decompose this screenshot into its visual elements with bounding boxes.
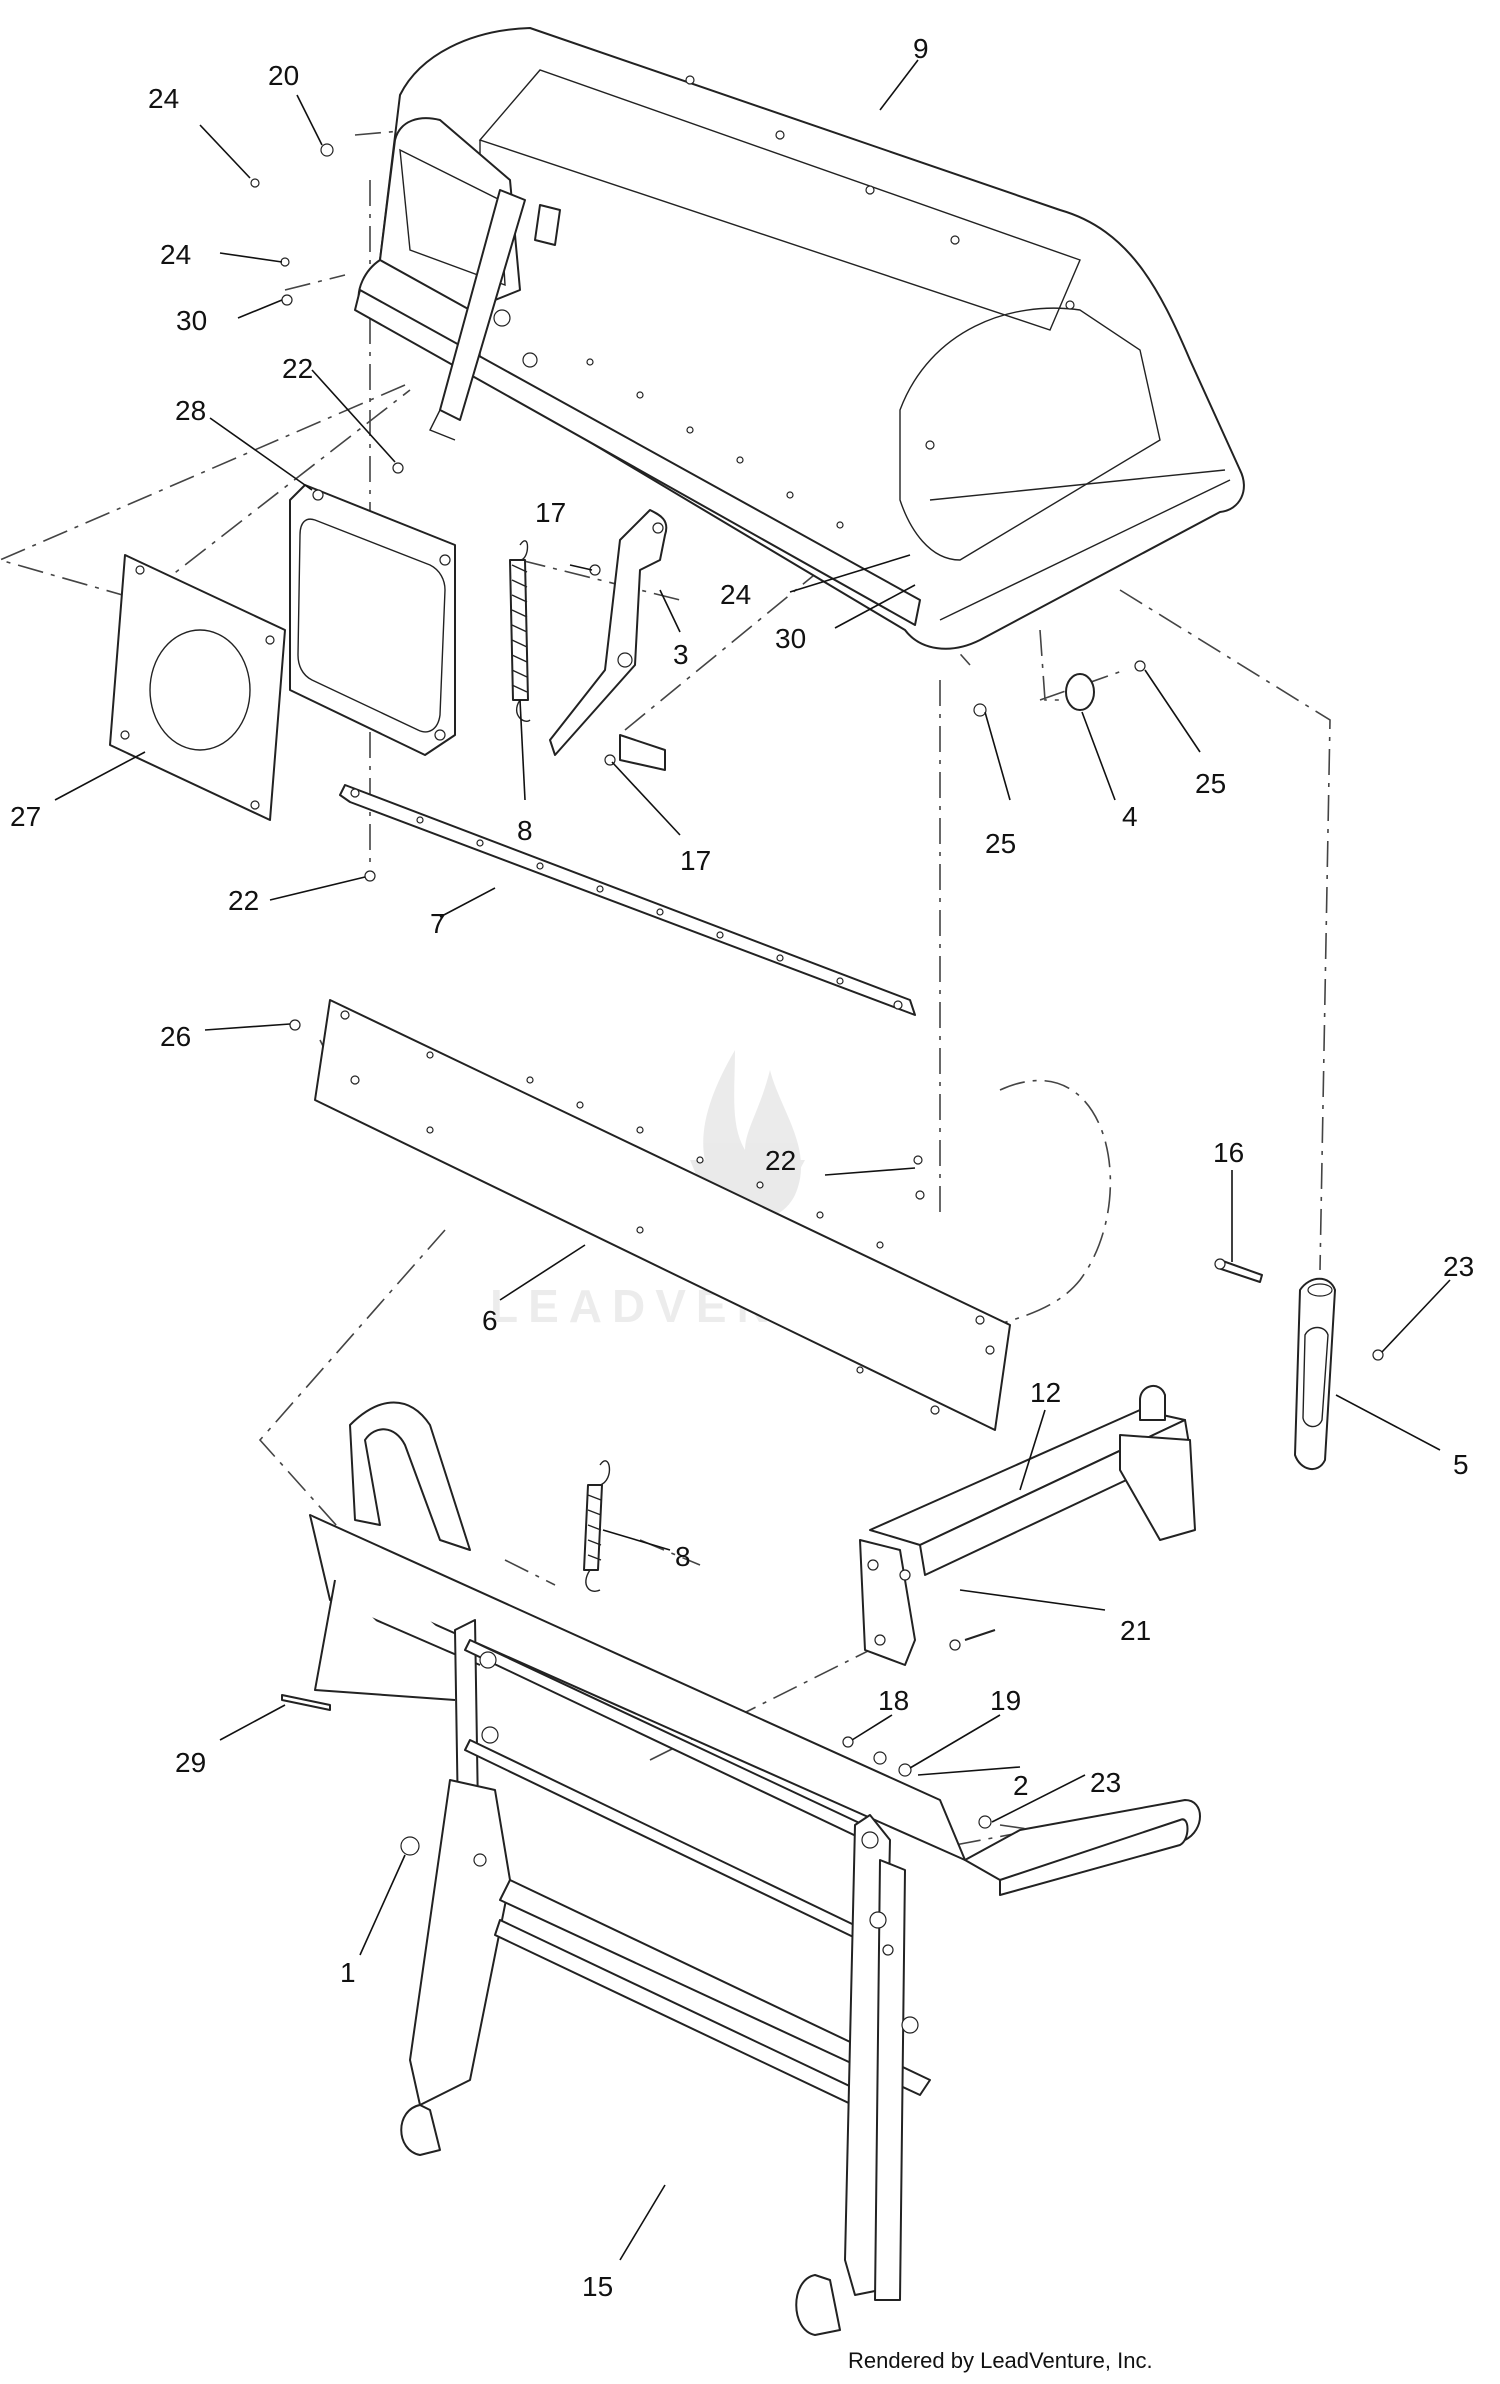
part-8-spring-upper: [509, 540, 531, 722]
part-15-frame: [309, 1401, 1201, 2336]
callout-8-upper: 8: [517, 815, 533, 846]
part-7-strip: [339, 784, 916, 1016]
callout-25-left: 25: [985, 828, 1016, 859]
callout-5: 5: [1453, 1449, 1469, 1480]
callout-22-middle: 22: [228, 885, 259, 916]
callout-27: 27: [10, 801, 41, 832]
part-8-spring-lower: [583, 1460, 611, 1592]
callout-15: 15: [582, 2271, 613, 2302]
callout-24-left: 24: [160, 239, 191, 270]
part-6-flap: [314, 999, 1011, 1431]
callout-22-lower: 22: [765, 1145, 796, 1176]
callout-12: 12: [1030, 1377, 1061, 1408]
callout-30-right: 30: [775, 623, 806, 654]
callout-16: 16: [1213, 1137, 1244, 1168]
callout-29: 29: [175, 1747, 206, 1778]
callout-9: 9: [913, 33, 929, 64]
callout-7: 7: [430, 908, 446, 939]
callout-26: 26: [160, 1021, 191, 1052]
callout-19: 19: [990, 1685, 1021, 1716]
callout-8-lower: 8: [675, 1541, 691, 1572]
callout-1: 1: [340, 1957, 356, 1988]
callout-17-upper: 17: [535, 497, 566, 528]
callout-25-right: 25: [1195, 768, 1226, 799]
callout-2: 2: [1013, 1770, 1029, 1801]
callout-23-lower: 23: [1090, 1767, 1121, 1798]
callout-24-right: 24: [720, 579, 751, 610]
callout-labels: 24 20 9 24 30 22 28 17 24 30 3 8 17 27 2…: [10, 33, 1474, 2302]
part-12-arm: [859, 1385, 1196, 1666]
credit-text: Rendered by LeadVenture, Inc.: [848, 2348, 1153, 2373]
callout-17-lower: 17: [680, 845, 711, 876]
part-3-bracket: [549, 509, 668, 771]
leader-lines: [54, 59, 1451, 2261]
callout-24-top: 24: [148, 83, 179, 114]
part-9-hood: [354, 27, 1245, 650]
part-28-gasket: [289, 484, 456, 756]
callout-20: 20: [268, 60, 299, 91]
part-27-plate: [109, 554, 286, 821]
part-5-latch: [1294, 1277, 1336, 1470]
callout-21: 21: [1120, 1615, 1151, 1646]
callout-30-left: 30: [176, 305, 207, 336]
callout-22-upper: 22: [282, 353, 313, 384]
callout-4: 4: [1122, 801, 1138, 832]
callout-18: 18: [878, 1685, 909, 1716]
callout-23-right: 23: [1443, 1251, 1474, 1282]
hardware-parts: [250, 143, 1384, 1856]
callout-6: 6: [482, 1305, 498, 1336]
callout-3: 3: [673, 639, 689, 670]
part-16-pin: [1214, 1258, 1263, 1283]
callout-28: 28: [175, 395, 206, 426]
